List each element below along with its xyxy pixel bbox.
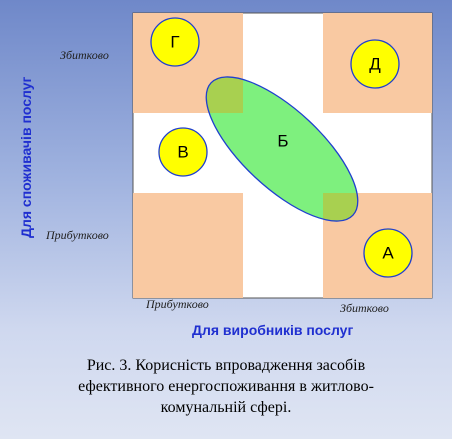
x-axis-title: Для виробників послуг xyxy=(192,322,354,338)
figure-caption: Рис. 3. Корисність впровадження засобів … xyxy=(30,355,422,418)
x-tick-left: Прибутково xyxy=(146,297,209,311)
zone-bottom-left xyxy=(133,193,243,298)
label-d: Д xyxy=(369,55,381,74)
label-a: А xyxy=(382,244,394,263)
caption-line-2: ефективного енергоспоживання в житлово- xyxy=(78,378,374,395)
ellipse-b xyxy=(206,76,358,222)
label-g: Г xyxy=(170,33,179,52)
circle-a xyxy=(363,228,413,278)
caption-line-3: комунальній сфері. xyxy=(160,399,292,416)
x-tick-right: Збитково xyxy=(340,301,389,315)
ellipse-b-outline xyxy=(205,76,359,222)
circle-g xyxy=(150,17,200,67)
label-b: Б xyxy=(277,132,288,151)
y-tick-bottom: Прибутково xyxy=(46,228,109,242)
circle-v xyxy=(158,127,208,177)
circle-d xyxy=(350,39,400,89)
label-v: В xyxy=(177,143,188,162)
y-axis-title: Для споживачів послуг xyxy=(18,76,34,238)
caption-line-1: Рис. 3. Корисність впровадження засобів xyxy=(86,357,366,374)
y-tick-top: Збитково xyxy=(60,48,109,62)
